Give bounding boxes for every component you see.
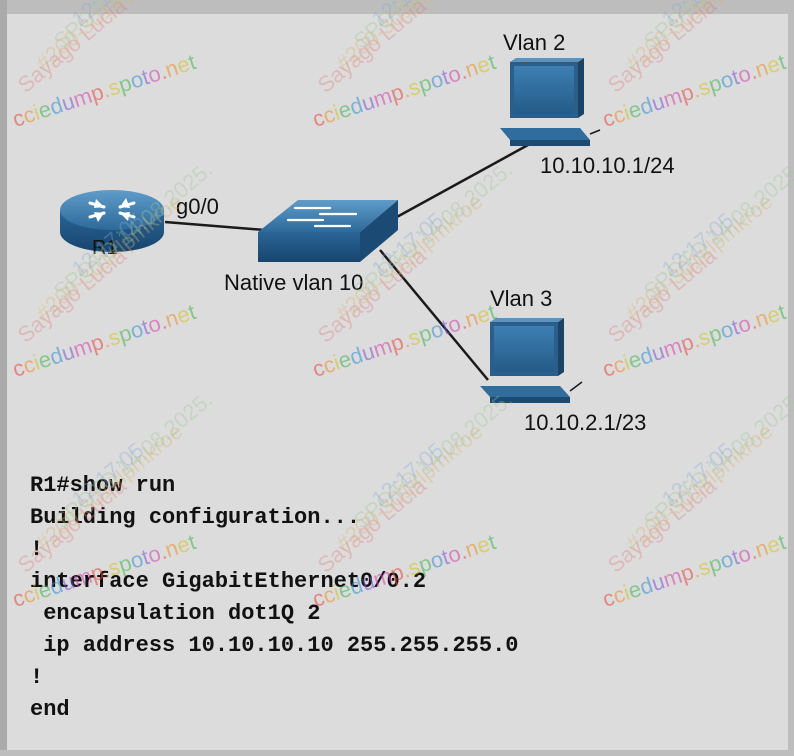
config-line: ! [30, 537, 44, 562]
config-line: ! [30, 665, 44, 690]
left-border [0, 0, 7, 756]
pc-vlan3-icon [480, 318, 583, 403]
config-line: interface GigabitEthernet0/0.2 [30, 569, 427, 594]
config-line: R1#show run [30, 473, 176, 498]
pc1-ip-label: 10.10.10.1/24 [540, 153, 675, 178]
link-switch-pc1 [394, 143, 529, 220]
native-vlan-label: Native vlan 10 [224, 270, 364, 295]
top-border [0, 0, 794, 14]
right-border [788, 0, 794, 756]
config-line: ip address 10.10.10.10 255.255.255.0 [30, 633, 519, 658]
router-label: R1 [92, 237, 118, 259]
pc1-vlan-label: Vlan 2 [503, 30, 566, 55]
bottom-border [0, 750, 794, 756]
link-r1-switch [164, 220, 266, 232]
config-line: Building configuration... [30, 505, 361, 530]
network-topology [60, 58, 601, 403]
config-line: encapsulation dot1Q 2 [30, 601, 321, 626]
switch-icon [258, 200, 398, 262]
pc-vlan2-icon [500, 58, 601, 146]
router-interface-label: g0/0 [176, 194, 219, 219]
pc2-ip-label: 10.10.2.1/23 [524, 410, 647, 435]
router-r1-icon [60, 190, 164, 252]
config-output: R1#show run Building configuration... ! … [30, 470, 518, 726]
config-line: end [30, 697, 70, 722]
link-switch-pc2 [379, 249, 489, 381]
pc2-vlan-label: Vlan 3 [490, 286, 553, 311]
